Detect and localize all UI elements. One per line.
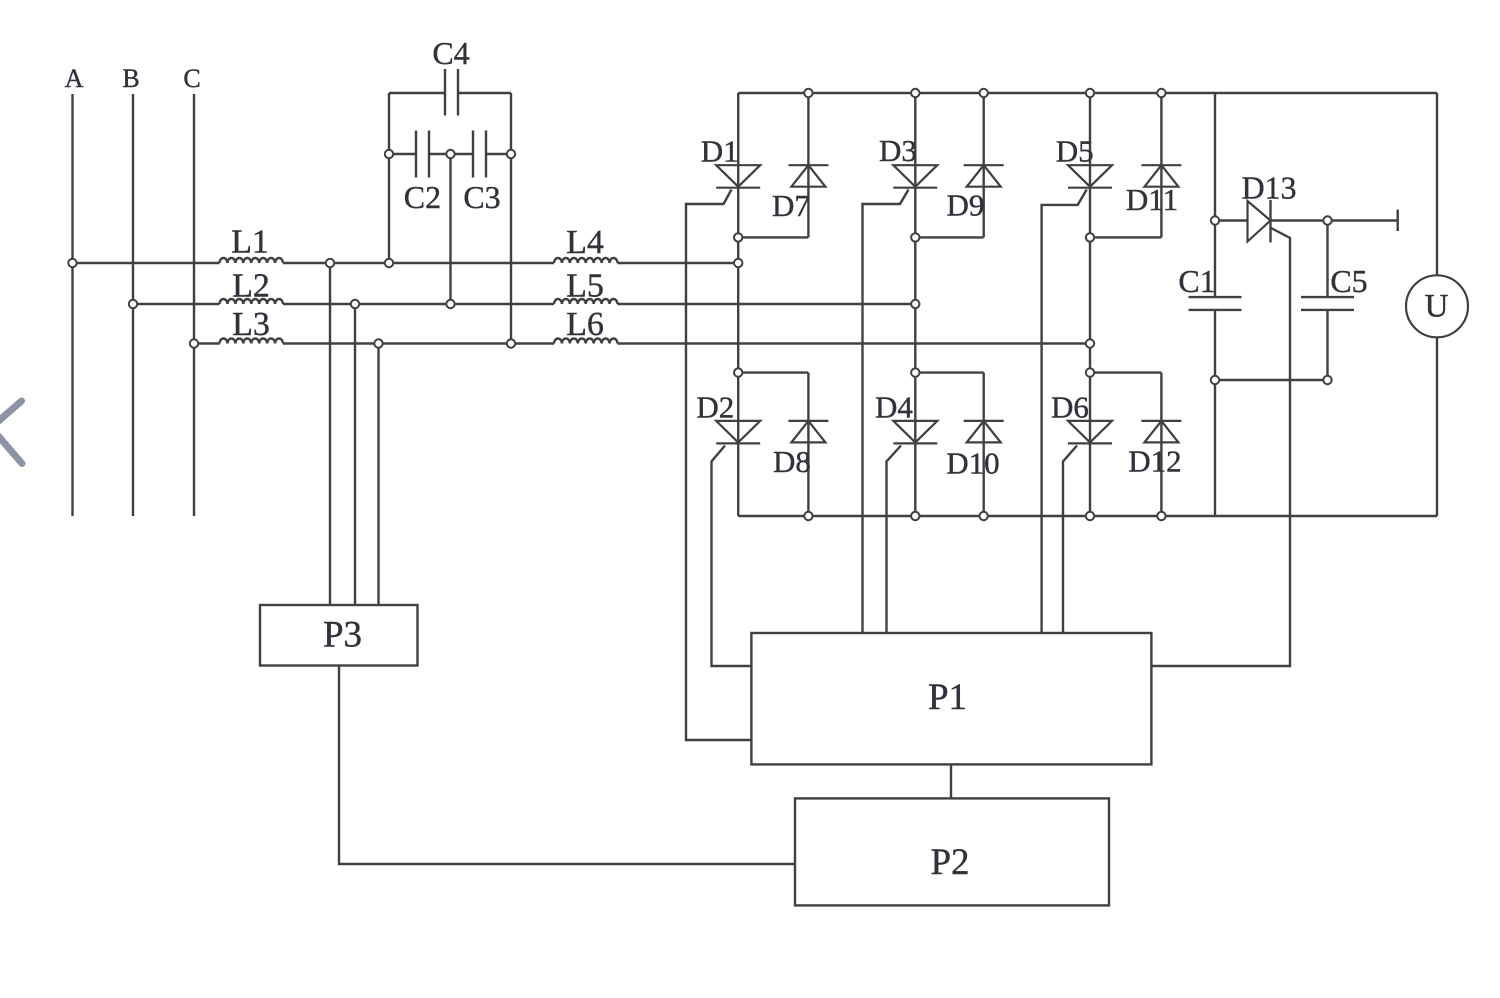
svg-text:C: C	[183, 64, 200, 93]
svg-text:L6: L6	[566, 306, 604, 343]
svg-text:P1: P1	[928, 677, 967, 718]
svg-text:L3: L3	[232, 306, 270, 343]
svg-text:D6: D6	[1051, 390, 1089, 425]
svg-text:U: U	[1425, 289, 1449, 325]
svg-text:D9: D9	[946, 188, 984, 223]
svg-text:B: B	[122, 64, 139, 93]
svg-text:L5: L5	[566, 268, 604, 305]
svg-text:C1: C1	[1178, 263, 1215, 299]
svg-text:D13: D13	[1241, 170, 1296, 206]
svg-text:P2: P2	[930, 842, 969, 883]
svg-text:L1: L1	[231, 224, 269, 261]
svg-text:D10: D10	[946, 446, 999, 481]
svg-text:D8: D8	[773, 444, 811, 479]
svg-text:L4: L4	[566, 224, 604, 261]
svg-text:D12: D12	[1128, 444, 1181, 479]
svg-text:D5: D5	[1056, 133, 1094, 168]
svg-text:D2: D2	[696, 390, 734, 425]
svg-text:P3: P3	[323, 615, 362, 656]
svg-text:C4: C4	[432, 35, 469, 71]
svg-text:D4: D4	[875, 390, 913, 425]
svg-text:D1: D1	[701, 133, 739, 168]
svg-text:D11: D11	[1126, 182, 1178, 217]
svg-text:D3: D3	[879, 133, 917, 168]
svg-text:C5: C5	[1330, 263, 1367, 299]
svg-text:C3: C3	[463, 179, 500, 215]
svg-text:C2: C2	[404, 179, 441, 215]
svg-text:A: A	[65, 64, 84, 93]
svg-text:D7: D7	[772, 188, 810, 223]
svg-text:L2: L2	[232, 268, 270, 305]
